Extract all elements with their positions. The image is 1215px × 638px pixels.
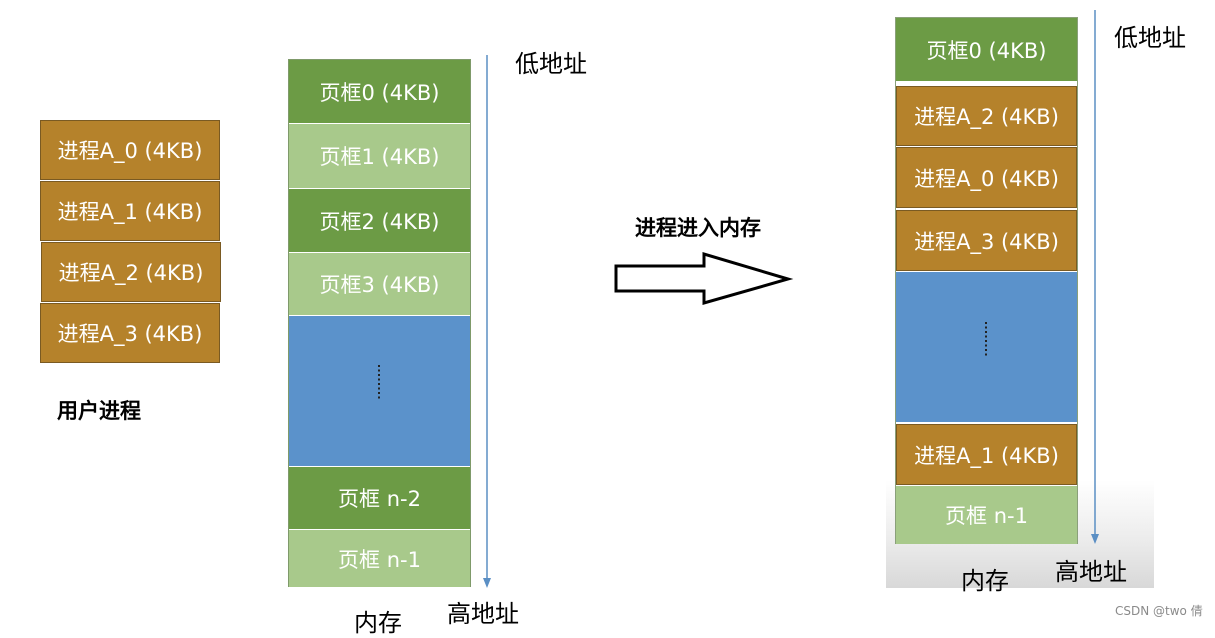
- process-page-label: 进程A_0 (4KB): [57, 139, 203, 163]
- frame-label: 页框 n-2: [338, 487, 421, 511]
- process-page-label: 进程A_1 (4KB): [914, 443, 1059, 468]
- user-process-label: 用户进程: [57, 399, 141, 423]
- after-process-a3: 进程A_3 (4KB): [896, 210, 1077, 271]
- after-process-a0: 进程A_0 (4KB): [896, 147, 1077, 208]
- process-page-a2: 进程A_2 (4KB): [41, 242, 221, 302]
- address-axis-after: [1091, 10, 1099, 544]
- address-axis-before: [483, 55, 491, 588]
- memory-label: 内存: [354, 609, 402, 637]
- after-process-a2: 进程A_2 (4KB): [896, 86, 1077, 146]
- watermark: CSDN @two 倩: [1115, 604, 1203, 618]
- after-frame-0: 页框0 (4KB): [896, 18, 1077, 81]
- frame-label: 页框2 (4KB): [319, 209, 440, 234]
- frame-label: 页框1 (4KB): [319, 145, 440, 169]
- ellipsis-dots: [378, 365, 380, 399]
- after-ellipsis-dots: [985, 322, 987, 356]
- axis-arrowhead: [1091, 534, 1099, 544]
- process-page-a0: 进程A_0 (4KB): [40, 120, 220, 180]
- frame-n-2: 页框 n-2: [289, 467, 470, 529]
- after-high-address-label: 高地址: [1055, 558, 1127, 586]
- process-page-label: 进程A_3 (4KB): [57, 322, 203, 346]
- frame-label: 页框3 (4KB): [319, 273, 440, 297]
- process-page-label: 进程A_1 (4KB): [57, 200, 203, 224]
- process-page-label: 进程A_3 (4KB): [914, 229, 1059, 254]
- frame-label: 页框 n-1: [338, 547, 421, 572]
- process-page-a3: 进程A_3 (4KB): [40, 303, 220, 363]
- low-address-label: 低地址: [515, 50, 587, 78]
- process-page-label: 进程A_2 (4KB): [58, 261, 204, 285]
- arrow-label: 进程进入内存: [635, 216, 761, 240]
- frame-2: 页框2 (4KB): [289, 189, 470, 252]
- after-low-address-label: 低地址: [1114, 24, 1186, 52]
- high-address-label: 高地址: [447, 600, 519, 628]
- process-page-label: 进程A_2 (4KB): [914, 105, 1059, 129]
- frame-3: 页框3 (4KB): [289, 253, 470, 315]
- axis-arrowhead: [483, 578, 491, 588]
- frame-0: 页框0 (4KB): [289, 60, 470, 123]
- after-process-a1: 进程A_1 (4KB): [896, 424, 1077, 485]
- after-frame-n-1: 页框 n-1: [896, 486, 1077, 544]
- process-page-label: 进程A_0 (4KB): [914, 166, 1059, 191]
- frame-label: 页框0 (4KB): [319, 80, 440, 105]
- process-page-a1: 进程A_1 (4KB): [40, 181, 220, 241]
- frame-1: 页框1 (4KB): [289, 124, 470, 188]
- right-arrow-icon: [614, 251, 794, 305]
- frame-label: 页框0 (4KB): [926, 38, 1047, 63]
- frame-n-1: 页框 n-1: [289, 530, 470, 587]
- frame-label: 页框 n-1: [945, 504, 1028, 528]
- after-memory-label: 内存: [961, 567, 1009, 595]
